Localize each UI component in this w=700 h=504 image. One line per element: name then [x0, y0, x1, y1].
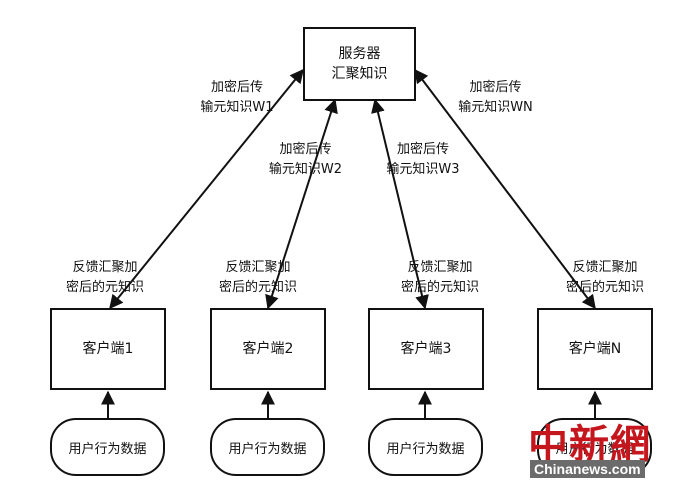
uplink-label-1: 加密后传 输元知识W1 — [200, 80, 274, 115]
data-source-3: 用户行为数据 — [368, 418, 483, 476]
uplink-label-2: 加密后传 输元知识W2 — [268, 142, 343, 177]
client-label: 客户端N — [568, 341, 622, 357]
uplink-label-3: 加密后传 输元知识W3 — [386, 142, 460, 177]
client-node-n: 客户端N — [537, 308, 653, 390]
server-subtitle: 汇聚知识 — [331, 66, 388, 82]
downlink-label-1: 反馈汇聚加 密后的元知识 — [65, 260, 144, 295]
data-source-2: 用户行为数据 — [210, 418, 325, 476]
client-node-3: 客户端3 — [368, 308, 484, 390]
downlink-label-2: 反馈汇聚加 密后的元知识 — [218, 260, 297, 295]
downlink-label-n: 反馈汇聚加 密后的元知识 — [565, 260, 644, 295]
client-node-1: 客户端1 — [50, 308, 166, 390]
uplink-label-n: 加密后传 输元知识WN — [458, 80, 533, 115]
client-label: 客户端1 — [82, 341, 134, 357]
server-node: 服务器 汇聚知识 — [303, 27, 416, 101]
data-source-1: 用户行为数据 — [50, 418, 165, 476]
link-server-client-2 — [265, 98, 338, 310]
client-label: 客户端2 — [242, 341, 294, 357]
watermark-site: Chinanews.com — [530, 460, 645, 478]
client-node-2: 客户端2 — [210, 308, 326, 390]
downlink-label-3: 反馈汇聚加 密后的元知识 — [400, 260, 479, 295]
client-label: 客户端3 — [400, 341, 452, 357]
link-server-client-n — [414, 68, 596, 310]
server-title: 服务器 — [338, 46, 381, 62]
